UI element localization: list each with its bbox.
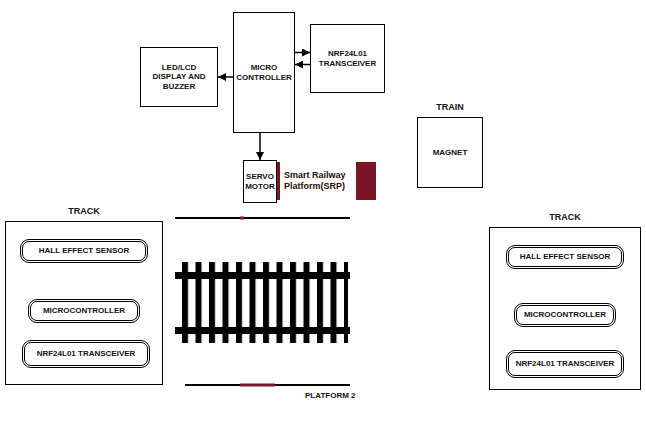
- module-box: MICROCONTROLLER: [28, 299, 140, 323]
- process-box: NRF24L01 TRANSCEIVER: [310, 24, 385, 93]
- process-box: SERVO MOTOR: [243, 160, 277, 203]
- process-box: Smart Railway Platform(SRP): [277, 162, 376, 200]
- node-text: NRF24L01 TRANSCEIVER: [37, 349, 136, 359]
- module-box: HALL EFFECT SENSOR: [20, 239, 148, 263]
- platform-mark: [240, 384, 275, 387]
- node-text: LED/LCD DISPLAY AND BUZZER: [144, 63, 214, 92]
- arrow-connector: [295, 64, 310, 66]
- module-box: NRF24L01 TRANSCEIVER: [22, 340, 150, 368]
- node-text: MAGNET: [433, 148, 468, 158]
- rail: [175, 272, 350, 279]
- module-box: NRF24L01 TRANSCEIVER: [506, 350, 624, 378]
- group-box: TRACKHALL EFFECT SENSORMICROCONTROLLERNR…: [489, 227, 641, 390]
- rail: [175, 327, 350, 334]
- arrow-connector: [218, 76, 233, 78]
- process-box: MICRO CONTROLLER: [233, 12, 295, 133]
- group-box: TRAINMAGNET: [417, 117, 483, 188]
- arrow-connector: [295, 52, 310, 54]
- node-heading: TRACK: [490, 212, 640, 222]
- platform-mark: [240, 217, 244, 220]
- node-text: HALL EFFECT SENSOR: [39, 246, 130, 256]
- node-text: NRF24L01 TRANSCEIVER: [314, 49, 381, 68]
- process-box: LED/LCD DISPLAY AND BUZZER: [140, 47, 218, 107]
- node-text: Smart Railway Platform(SRP): [284, 170, 352, 192]
- node-heading: TRAIN: [418, 102, 482, 112]
- arrow-connector: [259, 133, 261, 160]
- node-text: NRF24L01 TRANSCEIVER: [516, 359, 615, 369]
- module-box: HALL EFFECT SENSOR: [506, 245, 624, 269]
- node-text: SERVO MOTOR: [245, 172, 275, 191]
- module-box: MICROCONTROLLER: [514, 303, 616, 327]
- node-text: MICROCONTROLLER: [43, 306, 125, 316]
- platform-edge: [185, 384, 350, 386]
- node-heading: TRACK: [6, 206, 162, 216]
- node-text: HALL EFFECT SENSOR: [520, 252, 611, 262]
- platform-edge: [175, 217, 350, 219]
- node-text: MICROCONTROLLER: [524, 310, 606, 320]
- platform-label: PLATFORM 2: [305, 391, 356, 400]
- node-text: MICRO CONTROLLER: [236, 63, 292, 82]
- group-box: TRACKHALL EFFECT SENSORMICROCONTROLLERNR…: [5, 221, 163, 385]
